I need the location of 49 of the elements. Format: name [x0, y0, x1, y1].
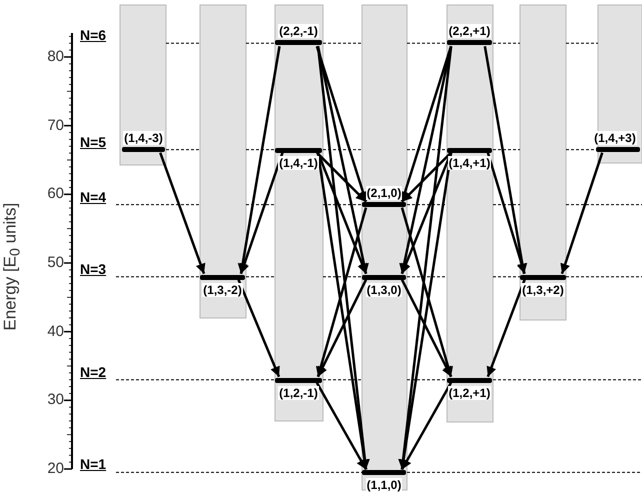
transition-arrow: [316, 152, 370, 470]
axis-tick-label: 60: [46, 186, 64, 202]
transition-arrow: [316, 152, 368, 274]
transition-arrow: [316, 46, 369, 274]
transition-arrow: [316, 152, 367, 202]
level-number-label: N=4: [80, 188, 106, 205]
transition-arrow: [240, 152, 284, 274]
axis-tick-label: 40: [46, 324, 64, 340]
transition-arrow: [400, 279, 452, 378]
level-label: (1,2,+1): [448, 386, 492, 400]
level-number-label: N=2: [80, 364, 106, 380]
transition-arrow: [237, 279, 280, 378]
level-number-label: N=1: [80, 456, 106, 472]
transition-arrow: [316, 207, 368, 378]
level-label: (1,3,-2): [202, 282, 243, 297]
level-label: (2,1,0): [366, 186, 402, 200]
level-label: (1,3,0): [366, 282, 402, 297]
level-label: (1,2,-1): [278, 386, 319, 400]
axis-tick-label: 80: [46, 48, 64, 65]
transition-arrow: [159, 152, 206, 274]
level-number-label: N=6: [80, 27, 106, 44]
transition-arrow: [400, 382, 452, 470]
transition-arrow: [486, 152, 526, 274]
level-label: (2,2,-1): [278, 24, 319, 38]
axis-tick-label: 20: [46, 461, 64, 477]
transition-arrow: [560, 152, 604, 274]
transition-arrow: [486, 279, 526, 378]
transition-arrow: [484, 46, 528, 274]
transition-arrow: [401, 152, 452, 202]
level-number-label: N=3: [80, 260, 106, 277]
transition-arrow: [400, 152, 452, 274]
level-number-label: N=5: [80, 134, 106, 150]
transition-arrow: [316, 46, 368, 202]
axis-tick-label: 30: [46, 392, 64, 408]
level-label: (1,1,0): [366, 478, 402, 492]
level-label: (1,3,+2): [521, 282, 565, 297]
level-label: (1,4,-3): [123, 130, 164, 145]
axis-tick-label: 50: [46, 254, 64, 271]
level-label: (1,4,+1): [448, 156, 492, 170]
transition-arrow: [399, 46, 452, 274]
transition-arrow: [238, 46, 281, 274]
axis-tick-label: 70: [46, 118, 64, 134]
transition-arrow: [398, 152, 452, 470]
transition-arrow: [316, 382, 368, 470]
transition-arrow: [316, 279, 368, 378]
level-label: (2,2,+1): [448, 24, 492, 38]
transition-arrow: [400, 46, 452, 202]
level-label: (1,4,-1): [278, 156, 319, 170]
level-label: (1,4,+3): [593, 130, 637, 145]
